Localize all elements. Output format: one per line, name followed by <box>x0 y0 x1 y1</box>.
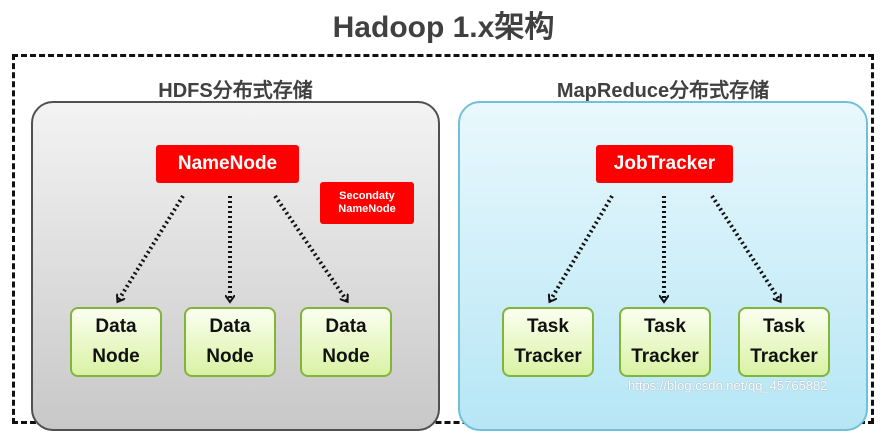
arrow-namenode-to-datanode-3 <box>273 194 347 301</box>
datanode-1: Data Node <box>70 307 162 377</box>
namenode-box: NameNode <box>156 145 299 183</box>
arrow-jobtracker-to-tasktracker-1 <box>550 194 614 301</box>
hdfs-label: HDFS分布式存储 <box>158 80 313 102</box>
tasktracker-2: Task Tracker <box>619 307 711 377</box>
mapreduce-label: MapReduce分布式存储 <box>556 80 770 102</box>
connector-arrows <box>0 194 887 408</box>
jobtracker-box: JobTracker <box>596 145 733 183</box>
datanode-3: Data Node <box>300 307 392 377</box>
secondary-namenode-box: Secondaty NameNode <box>320 182 414 224</box>
tasktracker-1: Task Tracker <box>502 307 594 377</box>
arrow-namenode-to-datanode-1 <box>118 194 185 301</box>
datanode-2: Data Node <box>184 307 276 377</box>
diagram-title: Hadoop 1.x架构 <box>332 11 555 44</box>
watermark-text: https://blog.csdn.net/qq_45765882 <box>628 378 828 393</box>
tasktracker-3: Task Tracker <box>738 307 830 377</box>
arrow-jobtracker-to-tasktracker-3 <box>710 194 780 301</box>
